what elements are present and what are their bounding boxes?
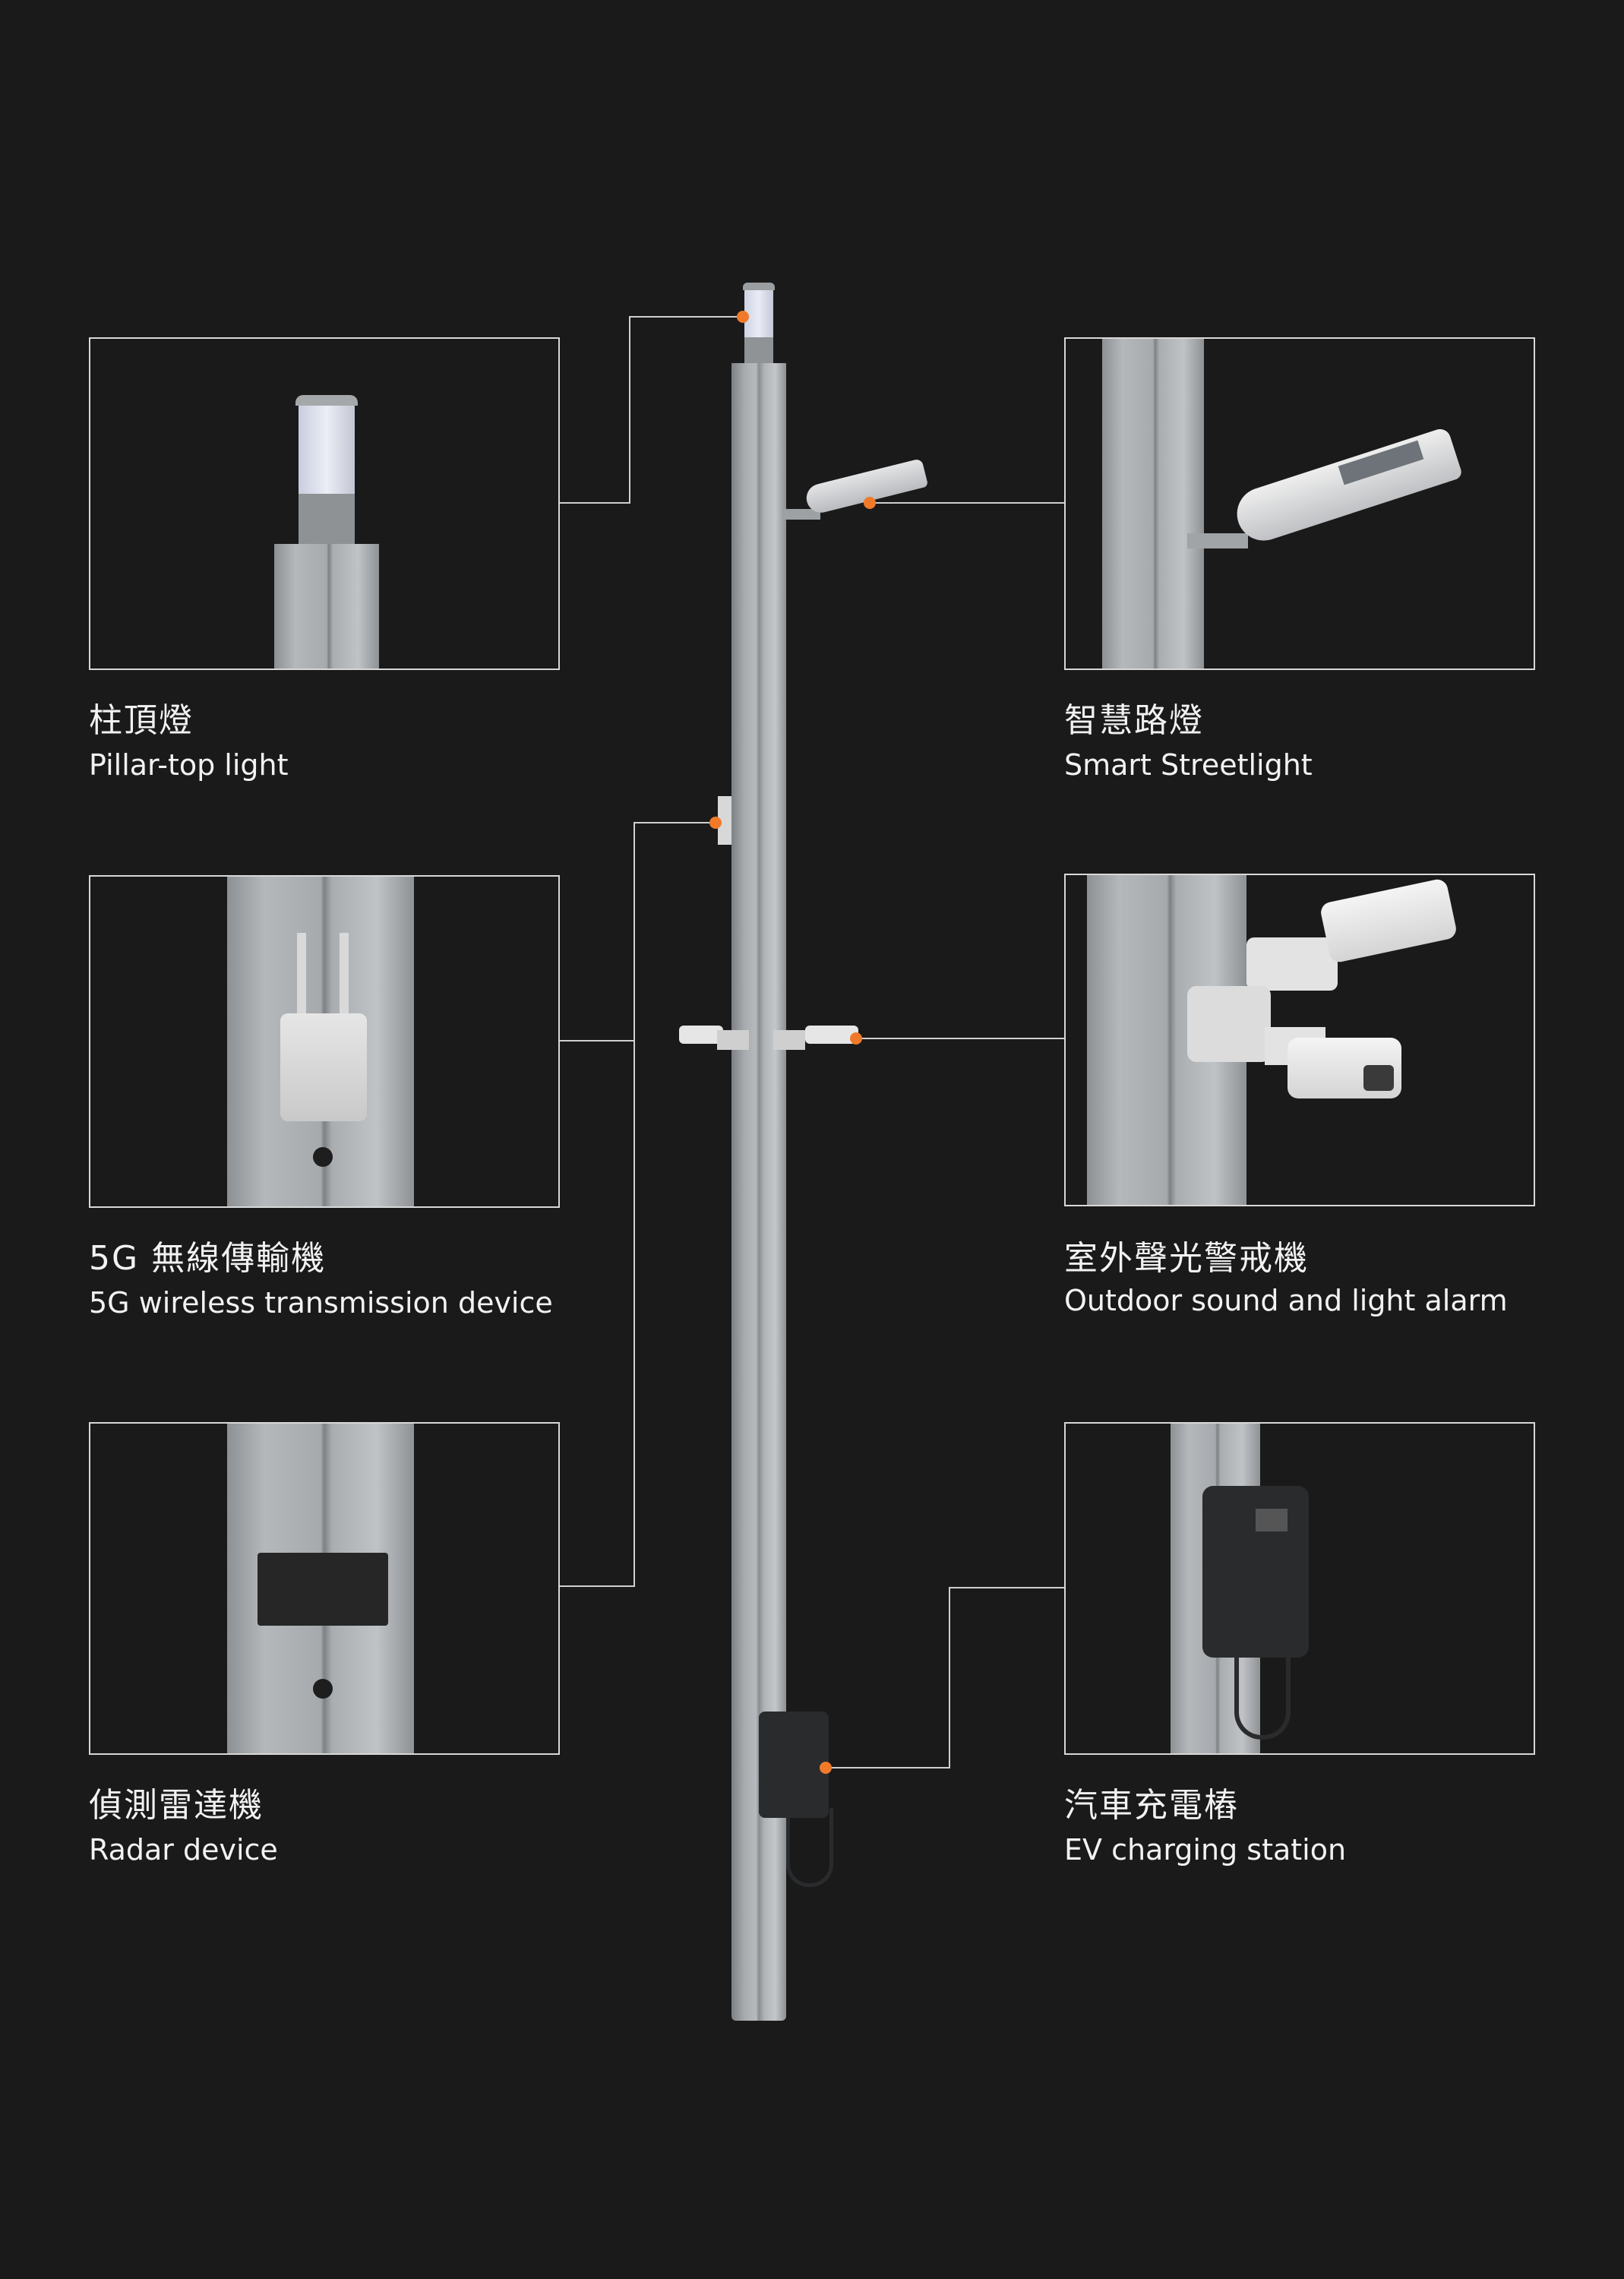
connector-5g — [560, 822, 716, 1587]
marker-pillar-top-light[interactable] — [737, 311, 749, 323]
ev-charger-mini — [759, 1712, 829, 1818]
detail-smart-streetlight — [1064, 337, 1535, 670]
label-en-pillar-top-light: Pillar-top light — [89, 748, 289, 782]
camera-right — [773, 1026, 861, 1051]
detail-ev-charging-station — [1064, 1422, 1535, 1755]
connector-pillar-top-light — [560, 316, 743, 504]
connector-ev — [826, 1587, 1064, 1769]
pole-upper — [731, 363, 786, 1505]
label-en-ev: EV charging station — [1064, 1833, 1347, 1867]
label-zh-5g: 5G 無線傳輸機 — [89, 1239, 327, 1278]
marker-streetlight[interactable] — [864, 497, 876, 509]
marker-5g[interactable] — [709, 817, 722, 829]
label-zh-pillar-top-light: 柱頂燈 — [89, 701, 194, 740]
marker-ev[interactable] — [820, 1762, 832, 1774]
detail-radar-device — [89, 1422, 560, 1755]
label-en-alarm: Outdoor sound and light alarm — [1064, 1284, 1508, 1317]
label-zh-alarm: 室外聲光警戒機 — [1064, 1239, 1309, 1278]
label-en-5g: 5G wireless transmission device — [89, 1286, 553, 1320]
detail-5g-device — [89, 875, 560, 1208]
label-zh-radar: 偵測雷達機 — [89, 1786, 264, 1825]
label-en-smart-streetlight: Smart Streetlight — [1064, 748, 1313, 782]
ev-cable-mini — [786, 1808, 833, 1887]
detail-pillar-top-light — [89, 337, 560, 670]
detail-sound-light-alarm — [1064, 874, 1535, 1206]
marker-alarm[interactable] — [850, 1032, 862, 1045]
label-zh-smart-streetlight: 智慧路燈 — [1064, 701, 1204, 740]
top-light — [743, 283, 775, 363]
label-en-radar: Radar device — [89, 1833, 278, 1867]
streetlight-arm — [782, 509, 820, 520]
5g-device-mini — [718, 796, 731, 845]
camera-left — [679, 1026, 749, 1051]
label-zh-ev: 汽車充電樁 — [1064, 1786, 1239, 1825]
